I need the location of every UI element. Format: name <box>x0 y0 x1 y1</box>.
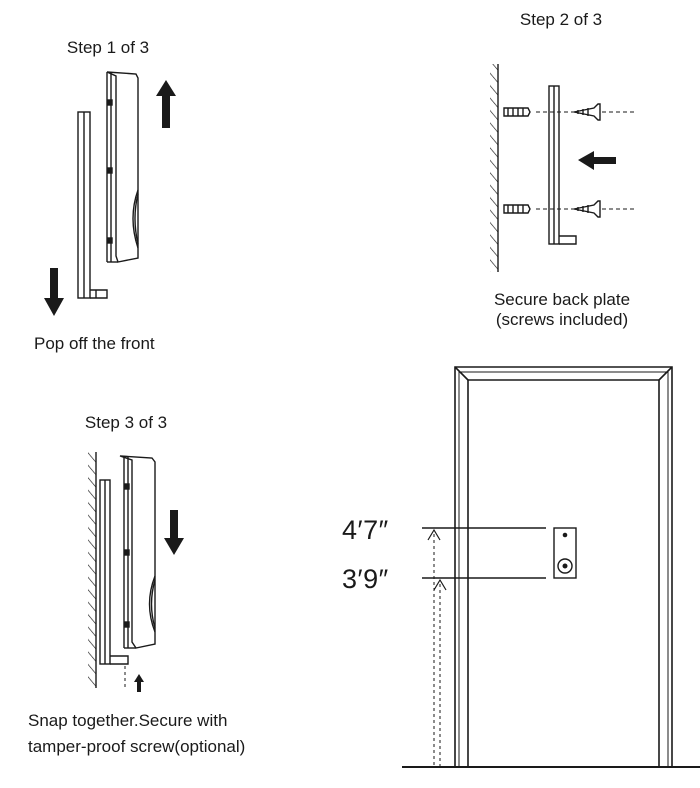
step2-screw-bottom-icon <box>573 200 601 218</box>
step2-anchor-top <box>503 107 531 117</box>
step1-caption: Pop off the front <box>34 334 155 353</box>
step1-arrow-up-icon <box>156 80 176 128</box>
step3-wall <box>88 452 97 688</box>
door-slab <box>458 371 669 767</box>
door-sensor <box>553 527 577 579</box>
step3-arrow-down-icon <box>164 510 184 555</box>
step2-back-plate <box>548 85 577 245</box>
step1-title: Step 1 of 3 <box>66 38 150 57</box>
door-drawing <box>402 366 700 768</box>
step3-caption-line2: tamper-proof screw(optional) <box>28 737 246 756</box>
step3-arrow-up-small-icon <box>134 674 144 692</box>
step3-title: Step 3 of 3 <box>84 413 168 432</box>
height-bottom-label: 3′9″ <box>342 564 389 594</box>
step2-arrow-left-icon <box>578 151 616 170</box>
step2-caption-line1: Secure back plate <box>493 290 631 309</box>
door-frame <box>454 366 673 767</box>
step1-front-cover <box>106 71 139 263</box>
step3-front-cover <box>119 455 156 649</box>
step1-arrow-down-icon <box>44 268 64 316</box>
step3-drawing <box>88 452 184 692</box>
step2-drawing <box>490 64 634 272</box>
step3-caption-line1: Snap together.Secure with <box>28 711 228 730</box>
step1-back-plate <box>77 111 108 299</box>
step2-anchor-bottom <box>503 204 531 214</box>
height-top-label: 4′7″ <box>342 515 389 545</box>
step2-title: Step 2 of 3 <box>519 10 603 29</box>
step3-back-plate <box>99 479 129 665</box>
step2-wall <box>490 64 499 272</box>
step2-screw-top-icon <box>573 103 601 121</box>
step2-caption-line2: (screws included) <box>495 310 629 329</box>
step1-drawing <box>44 71 176 316</box>
